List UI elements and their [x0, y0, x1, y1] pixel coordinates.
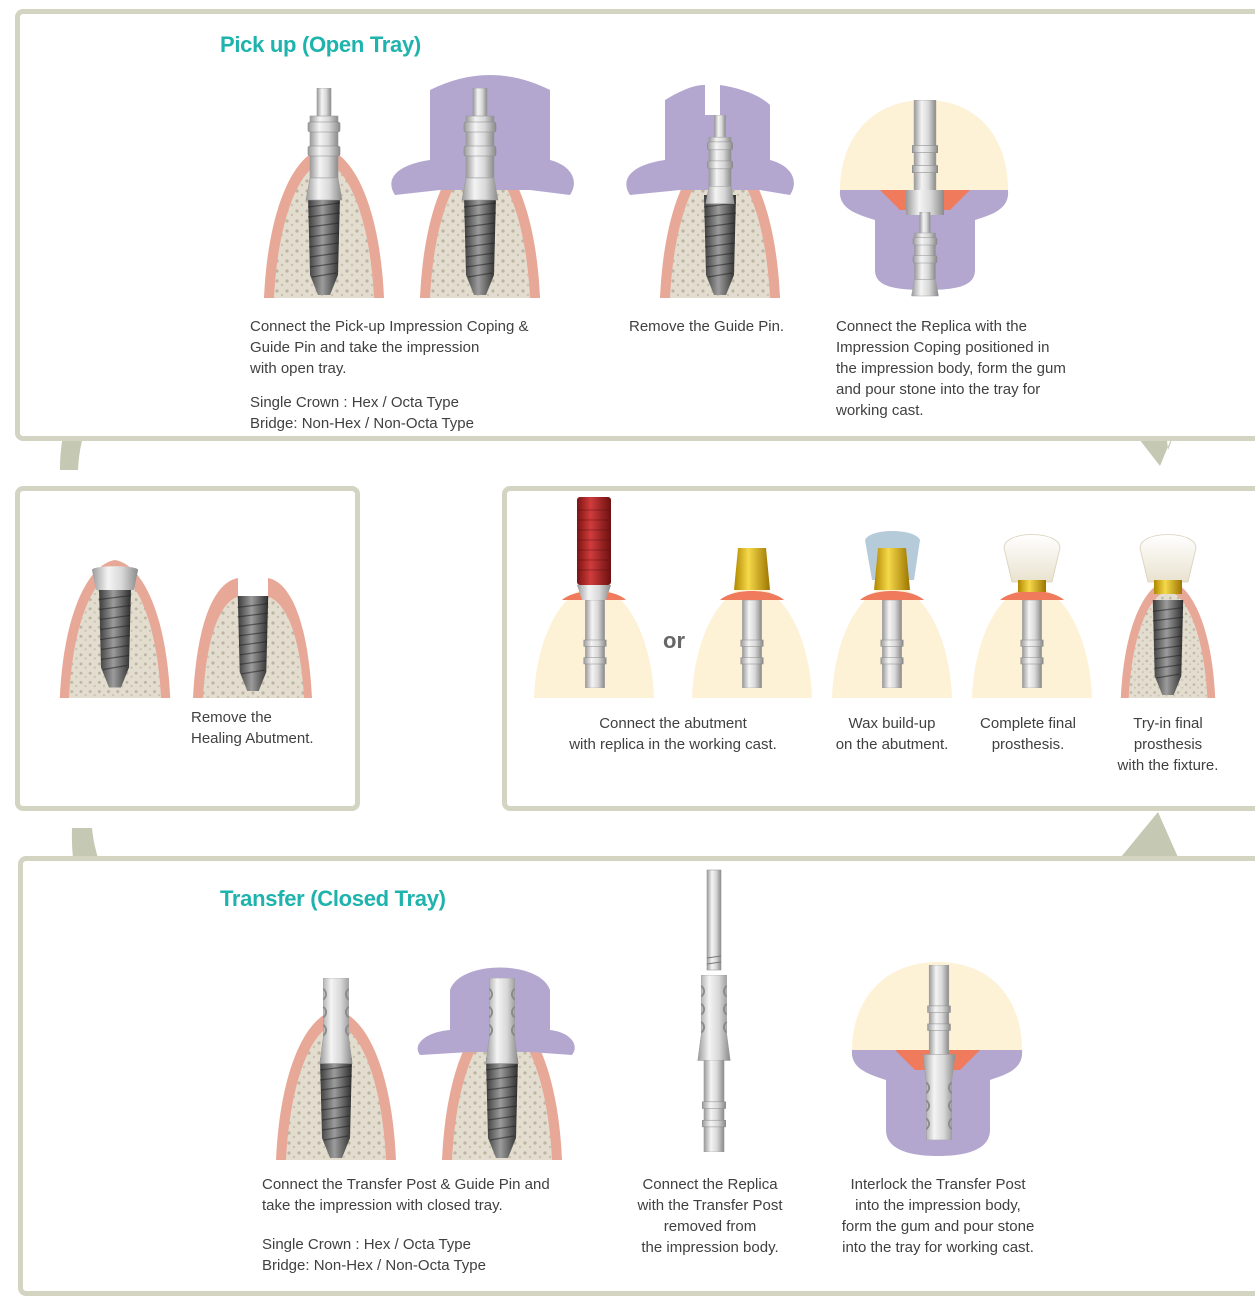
transfer-step3-caption: Interlock the Transfer Post into the imp…: [818, 1174, 1058, 1258]
transfer-fig-replica-post: [698, 870, 730, 1152]
transfer-fig-closed-tray: [418, 968, 575, 1161]
transfer-step1-caption: Connect the Transfer Post & Guide Pin an…: [262, 1174, 550, 1216]
transfer-step2-caption: Connect the Replica with the Transfer Po…: [620, 1174, 800, 1258]
transfer-step1-type: Single Crown : Hex / Octa Type Bridge: N…: [262, 1234, 486, 1276]
transfer-fig-interlock: [852, 962, 1022, 1156]
transfer-fig-post-guide-pin: [276, 978, 396, 1160]
